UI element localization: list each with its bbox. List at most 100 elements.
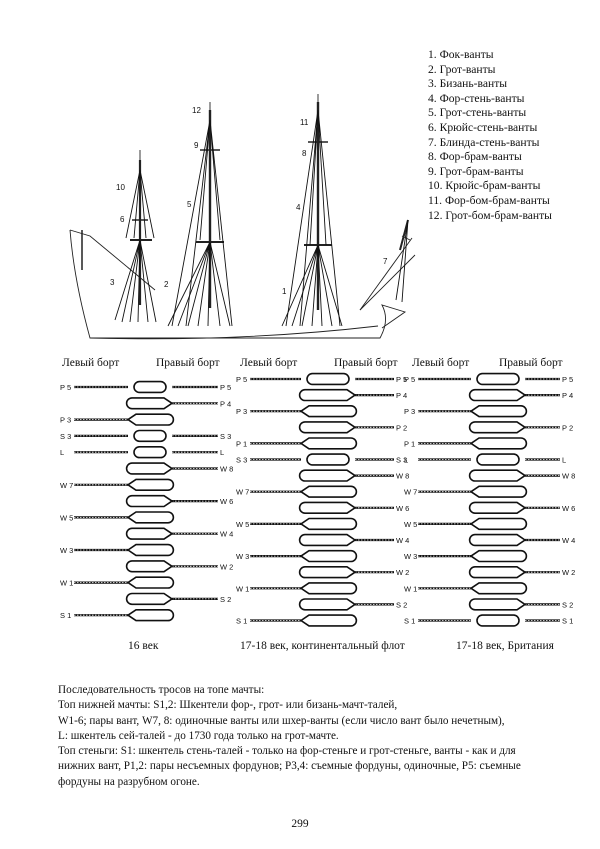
rope-eye-loop bbox=[299, 582, 358, 595]
rope-eye-loop bbox=[476, 453, 520, 466]
rope-label-left: P 3 bbox=[60, 416, 71, 425]
rope-eye-loop bbox=[306, 372, 350, 386]
rope-label-right: W 2 bbox=[396, 568, 409, 577]
ship-number-12: 12 bbox=[192, 106, 201, 115]
legend-item: 3. Бизань-ванты bbox=[428, 77, 508, 91]
ship-number-3: 3 bbox=[110, 278, 115, 287]
rope-eye-loop bbox=[298, 388, 357, 402]
rope-label-right: L bbox=[220, 448, 224, 457]
rope-row: W 8 bbox=[298, 469, 409, 482]
rope-eye-loop bbox=[469, 485, 528, 498]
text-line: фордуны на разрубном огоне. bbox=[58, 775, 200, 788]
legend-item: 4. Фор-стень-ванты bbox=[428, 91, 525, 105]
rope-eye-loop bbox=[125, 494, 174, 508]
header-left-1: Левый борт bbox=[62, 357, 120, 369]
rope-eye-loop bbox=[469, 549, 528, 563]
rope-eye-loop bbox=[468, 533, 527, 547]
rope-label-left: P 5 bbox=[236, 375, 247, 384]
rope-label-right: W 2 bbox=[220, 562, 233, 571]
rope-eye-loop bbox=[125, 462, 174, 475]
rope-row: W 1 bbox=[404, 582, 528, 595]
rope-eye-loop bbox=[468, 421, 527, 434]
rope-label-right: W 4 bbox=[396, 536, 409, 545]
rope-row: W 4 bbox=[125, 527, 233, 540]
rope-label-left: W 3 bbox=[60, 546, 73, 555]
rope-eye-loop bbox=[299, 405, 358, 418]
rope-row: W 5 bbox=[236, 517, 358, 531]
rope-label-left: P 3 bbox=[404, 407, 415, 416]
rope-label-left: W 7 bbox=[60, 481, 73, 490]
legend-item: 10. Крюйс-брам-ванты bbox=[428, 179, 541, 193]
rope-eye-loop bbox=[468, 501, 527, 514]
rope-label-left: W 7 bbox=[404, 488, 417, 497]
rope-row: P 4 bbox=[298, 388, 407, 402]
rope-label-left: S 1 bbox=[236, 617, 247, 626]
rope-eye-loop bbox=[299, 517, 358, 531]
rope-label-left: S 1 bbox=[404, 617, 415, 626]
rope-eye-loop bbox=[476, 614, 520, 627]
rope-row: W 4 bbox=[468, 533, 575, 547]
rope-row: S 2 bbox=[298, 598, 407, 611]
ship-number-7: 7 bbox=[383, 257, 388, 266]
rope-eye-loop bbox=[133, 429, 167, 443]
legend-item: 1. Фок-ванты bbox=[428, 48, 494, 61]
rope-label-right: S 3 bbox=[220, 432, 231, 441]
caption-continental: 17-18 век, континентальный флот bbox=[240, 640, 405, 652]
shroud-legend: 1. Фок-ванты 2. Грот-ванты 3. Бизань-ван… bbox=[428, 48, 552, 223]
ship-number-11: 11 bbox=[300, 118, 309, 127]
text-line: Последовательность тросов на топе мачты: bbox=[58, 684, 265, 696]
legend-item: 2. Грот-ванты bbox=[428, 62, 496, 76]
legend-item: 5. Грот-стень-ванты bbox=[428, 106, 527, 120]
rope-row: S 2 bbox=[468, 598, 573, 611]
rope-row: W 2 bbox=[125, 560, 233, 573]
rope-label-right: W 6 bbox=[220, 497, 233, 506]
rope-label-right: W 2 bbox=[562, 568, 575, 577]
rope-eye-loop bbox=[476, 372, 520, 386]
rope-label-left: W 7 bbox=[236, 488, 249, 497]
rope-eye-loop bbox=[125, 397, 174, 410]
rope-eye-loop bbox=[469, 405, 528, 418]
rope-row: W 5 bbox=[60, 511, 175, 524]
rope-row: P 1 bbox=[404, 437, 528, 450]
rope-row: W 3 bbox=[404, 549, 528, 563]
rope-label-right: L bbox=[562, 456, 566, 465]
rope-label-left: L bbox=[404, 456, 408, 465]
rope-eye-loop bbox=[126, 413, 175, 426]
rope-row: W 7 bbox=[60, 478, 175, 491]
ship-number-4: 4 bbox=[296, 203, 301, 212]
rope-eye-loop bbox=[469, 517, 528, 531]
ship-number-9: 9 bbox=[194, 141, 199, 150]
rope-row: P 4 bbox=[468, 388, 573, 402]
rope-label-right: S 3 bbox=[396, 456, 407, 465]
rope-label-left: L bbox=[60, 448, 64, 457]
ship-number-5: 5 bbox=[187, 200, 192, 209]
rope-row: P 2 bbox=[298, 421, 407, 434]
rope-eye-loop bbox=[125, 560, 174, 573]
rope-row: W 3 bbox=[60, 543, 175, 557]
rope-eye-loop bbox=[298, 533, 357, 547]
rope-eye-loop bbox=[468, 469, 527, 482]
rope-eye-loop bbox=[125, 527, 174, 540]
rope-label-right: W 8 bbox=[220, 465, 233, 474]
rope-eye-loop bbox=[299, 437, 358, 450]
text-line: Топ стеньги: S1: шкентель стень-талей - … bbox=[58, 745, 516, 758]
rope-label-left: W 3 bbox=[236, 552, 249, 561]
hull-outline bbox=[69, 229, 407, 339]
rope-eye-loop bbox=[126, 478, 175, 491]
rope-label-left: P 5 bbox=[404, 375, 415, 384]
rope-eye-loop bbox=[126, 576, 175, 589]
rope-eye-loop bbox=[298, 501, 357, 514]
rope-label-right: W 6 bbox=[396, 504, 409, 513]
rope-row: W 8 bbox=[125, 462, 233, 475]
rope-eye-loop bbox=[306, 453, 350, 466]
rope-eye-loop bbox=[298, 598, 357, 611]
legend-item: 11. Фор-бом-брам-ванты bbox=[428, 193, 550, 207]
rope-label-right: P 2 bbox=[396, 423, 407, 432]
